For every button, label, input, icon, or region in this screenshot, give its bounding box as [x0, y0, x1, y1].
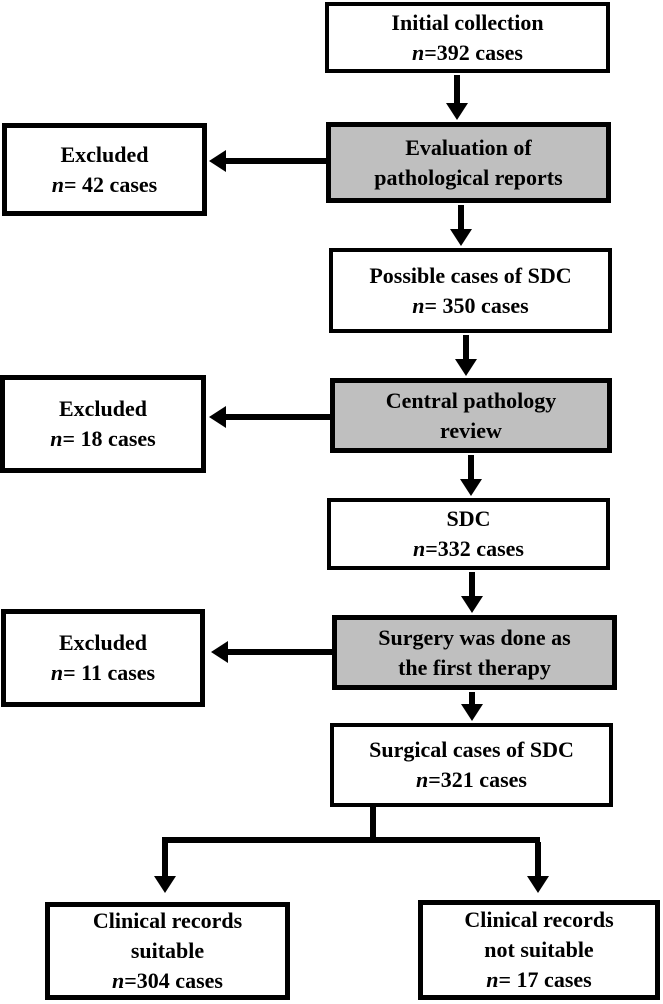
box-count: n=392 cases	[412, 39, 523, 65]
box-count: n=332 cases	[413, 536, 524, 561]
arrow-down-to-suitable	[154, 842, 176, 893]
box-evaluation-pathological-reports: Evaluation of pathological reports	[326, 122, 611, 203]
arrowhead-icon	[527, 876, 549, 893]
arrow-down-initial-to-evaluation	[446, 75, 468, 120]
box-initial-collection: Initial collection n=392 cases	[325, 2, 610, 73]
arrow-down-surgery-to-surgical	[461, 692, 483, 721]
box-possible-cases-sdc: Possible cases of SDC n= 350 cases	[329, 248, 612, 333]
arrowhead-icon	[154, 876, 176, 893]
arrow-down-evaluation-to-possible	[450, 205, 472, 246]
connector-horizontal	[162, 837, 540, 843]
box-excluded-18: Excluded n= 18 cases	[0, 375, 206, 473]
box-title: Initial collection	[391, 9, 544, 35]
arrowhead-icon	[455, 359, 477, 376]
box-count: n= 18 cases	[50, 426, 156, 451]
arrow-left-excluded-11	[211, 641, 332, 663]
box-title: Central pathology review	[385, 387, 557, 443]
box-clinical-records-not-suitable: Clinical records not suitable n= 17 case…	[418, 900, 660, 1000]
box-excluded-42: Excluded n= 42 cases	[2, 123, 207, 216]
arrow-left-excluded-18	[209, 406, 330, 428]
connector-stub	[370, 805, 376, 842]
arrowhead-icon	[209, 406, 226, 428]
arrow-down-possible-to-central	[455, 335, 477, 376]
box-title: Surgical cases of SDC	[369, 737, 574, 763]
box-count: n=321 cases	[416, 767, 527, 792]
box-count: n= 42 cases	[51, 171, 158, 197]
box-central-pathology-review: Central pathology review	[330, 378, 612, 453]
box-count: n=304 cases	[112, 967, 223, 993]
box-surgical-cases-sdc: Surgical cases of SDC n=321 cases	[330, 723, 613, 807]
box-count: n= 17 cases	[486, 966, 592, 992]
box-title: SDC	[446, 506, 491, 532]
arrowhead-icon	[460, 479, 482, 496]
box-title: Excluded	[58, 396, 148, 422]
arrow-down-central-to-sdc	[460, 455, 482, 496]
arrowhead-icon	[461, 704, 483, 721]
box-title: Surgery was done as the first therapy	[378, 624, 571, 680]
box-excluded-11: Excluded n= 11 cases	[1, 609, 205, 707]
arrowhead-icon	[450, 229, 472, 246]
box-count: n= 11 cases	[50, 660, 156, 685]
box-title: Excluded	[58, 630, 148, 656]
arrowhead-icon	[209, 150, 226, 172]
box-title: Possible cases of SDC	[369, 262, 572, 288]
box-count: n= 350 cases	[412, 292, 529, 318]
box-title: Clinical records not suitable	[464, 907, 614, 963]
box-sdc: SDC n=332 cases	[327, 498, 610, 570]
arrowhead-icon	[446, 103, 468, 120]
box-title: Excluded	[60, 141, 149, 167]
arrow-left-excluded-42	[209, 150, 326, 172]
box-title: Clinical records suitable	[92, 908, 243, 964]
box-surgery-first-therapy: Surgery was done as the first therapy	[332, 615, 617, 690]
box-title: Evaluation of pathological reports	[374, 134, 563, 190]
arrowhead-icon	[211, 641, 228, 663]
box-clinical-records-suitable: Clinical records suitable n=304 cases	[45, 902, 290, 1000]
arrow-down-sdc-to-surgery	[461, 572, 483, 613]
arrowhead-icon	[461, 596, 483, 613]
arrow-down-to-not-suitable	[527, 842, 549, 893]
